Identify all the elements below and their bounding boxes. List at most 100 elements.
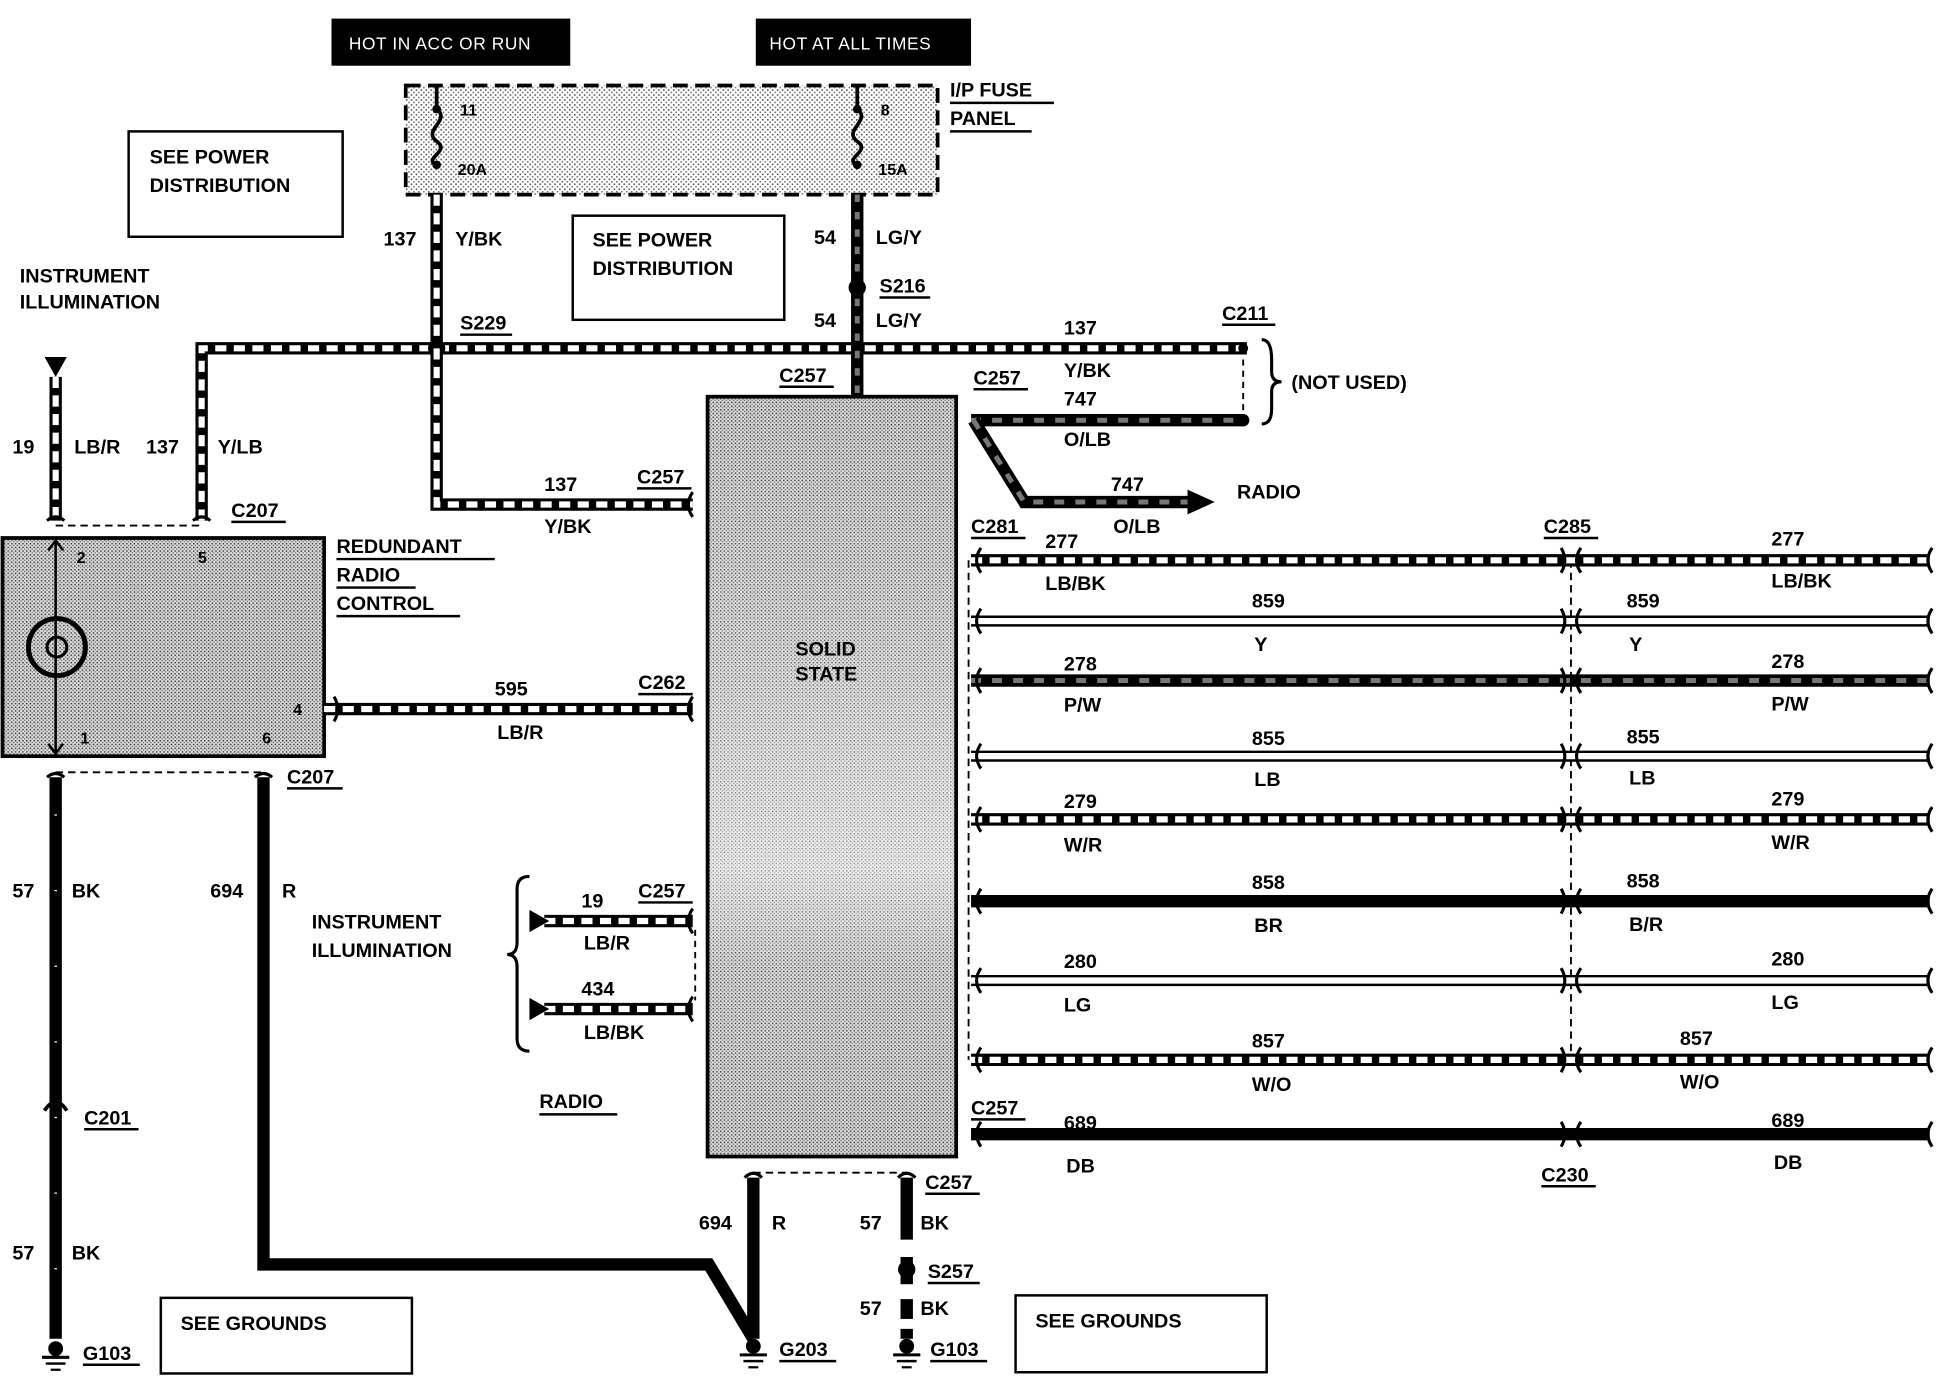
fuse-8-amp: 15A [878, 161, 908, 179]
wire-57-color-c: BK [920, 1213, 949, 1235]
wire-ylb-color: Y/LB [218, 437, 263, 459]
wire-858-color-left: BR [1254, 915, 1283, 937]
instrument-illumination-top-label2: ILLUMINATION [20, 292, 160, 314]
wire-747-color-a: O/LB [1064, 429, 1111, 451]
wire-280-number-left: 280 [1064, 951, 1097, 973]
c257-bottom-pin-57-icon [896, 1171, 917, 1179]
pin-2-label: 2 [77, 549, 86, 567]
wire-54-color-b: LG/Y [876, 310, 922, 332]
wire-277-color-right: LB/BK [1771, 571, 1832, 593]
wire-57-number-c: 57 [860, 1213, 882, 1235]
solid-state-label-2: STATE [795, 664, 857, 686]
wire-277-color-left: LB/BK [1045, 573, 1106, 595]
wire-747-number-a: 747 [1064, 388, 1097, 410]
see-grounds-note-left [159, 1296, 414, 1375]
c257-right-bottom-label: C257 [971, 1097, 1018, 1119]
wire-137-s229-to-c257 [430, 348, 693, 511]
wire-137-color-a: Y/BK [455, 228, 503, 250]
splice-s257 [898, 1260, 916, 1279]
c257-mid-label: C257 [638, 880, 685, 902]
wire-19-color-a: LB/R [74, 437, 120, 459]
c285-label: C285 [1544, 516, 1591, 538]
fuse-panel-title2: PANEL [950, 108, 1016, 130]
c230-label: C230 [1541, 1164, 1588, 1186]
wire-19-number-b: 19 [581, 890, 603, 912]
c207-top-label: C207 [231, 500, 278, 522]
wire-57-number-d: 57 [860, 1298, 882, 1320]
wire-689-number-right: 689 [1771, 1110, 1804, 1132]
wire-279-number-right: 279 [1771, 789, 1804, 811]
fuse-11-amp: 20A [458, 161, 488, 179]
solid-state-label-1: SOLID [795, 639, 855, 661]
c257-left-label: C257 [637, 466, 684, 488]
wire-57-color-d: BK [920, 1298, 949, 1320]
c201-connector-icon [42, 1100, 69, 1112]
wire-57-color-a: BK [72, 880, 101, 902]
c262-label: C262 [638, 672, 685, 694]
wire-54-number-a: 54 [814, 227, 836, 249]
not-used-label: (NOT USED) [1291, 372, 1406, 394]
wire-280-color-right: LG [1771, 992, 1798, 1014]
c207-top-pin-2-icon [46, 515, 66, 522]
wire-434-color: LB/BK [584, 1022, 645, 1044]
ground-g203-icon [739, 1338, 767, 1369]
c207-bottom-pin-1-icon [46, 771, 66, 779]
fuse-panel-box [403, 83, 940, 197]
wire-57-number-a: 57 [12, 880, 34, 902]
power-dist-note-1 [127, 130, 344, 239]
c257-top-label: C257 [779, 365, 826, 387]
g203-label: G203 [779, 1339, 827, 1361]
wire-137-color-b: Y/BK [544, 516, 592, 538]
wire-434-number: 434 [581, 978, 614, 1000]
wire-19-color-b: LB/R [584, 933, 630, 955]
wire-689-number-left: 689 [1064, 1112, 1097, 1134]
see-grounds-note-right-text: SEE GROUNDS [1035, 1311, 1181, 1333]
wire-279-color-left: W/R [1064, 835, 1102, 857]
power-dist-note-2-line1: SEE POWER [593, 230, 713, 252]
g103-right-label: G103 [930, 1339, 978, 1361]
wire-858-number-left: 858 [1252, 872, 1285, 894]
wire-57-color-b: BK [72, 1242, 101, 1264]
wire-858-color-right: B/R [1629, 914, 1663, 936]
wire-54-color-a: LG/Y [876, 227, 922, 249]
wire-595-color: LB/R [497, 722, 543, 744]
c207-top-pin-5-icon [191, 515, 212, 522]
rrc-lamp-filament-icon [45, 635, 69, 659]
c257-bottom-pin-694-icon [743, 1171, 764, 1179]
fuse-8-symbol [851, 86, 864, 170]
wire-694-color-b: R [772, 1213, 786, 1235]
radio-title-label: RADIO [539, 1091, 603, 1113]
c262-connector-icon [686, 695, 695, 723]
wire-57-number-b: 57 [12, 1242, 34, 1264]
pin-1-label: 1 [80, 730, 89, 748]
pin-6-label: 6 [262, 730, 271, 748]
hot-all-times-banner [755, 18, 972, 66]
wire-747-to-radio [968, 416, 1215, 515]
not-used-brace [1261, 338, 1282, 426]
wire-859-number-left: 859 [1252, 590, 1285, 612]
c257-434-connector-icon [686, 995, 695, 1023]
fuse-panel-title: I/P FUSE [950, 80, 1032, 102]
c281-label: C281 [971, 516, 1018, 538]
rrc-arrow-up-icon [47, 538, 65, 552]
instrument-illumination-top-label: INSTRUMENT [20, 266, 150, 288]
instrument-illumination-mid-label2: ILLUMINATION [312, 940, 452, 962]
instrument-illumination-brace [507, 874, 530, 1053]
c207-bottom-pin-6-icon [253, 771, 274, 779]
wire-855-color-right: LB [1629, 768, 1655, 790]
rrc-label-1: REDUNDANT [336, 536, 461, 558]
wire-278-color-left: P/W [1064, 695, 1102, 717]
ground-g103-right-icon [893, 1338, 921, 1369]
wire-54-number-b: 54 [814, 310, 836, 332]
fuse-8-number: 8 [881, 101, 890, 119]
wire-859-color-right: Y [1629, 634, 1642, 656]
c211-label: C211 [1222, 303, 1268, 325]
wire-855-number-right: 855 [1627, 727, 1660, 749]
right-edge-connector-marks [1926, 547, 1934, 1148]
wire-595-number: 595 [495, 678, 528, 700]
ground-feed-triangle-icon [44, 357, 67, 377]
wire-857-number-left: 857 [1252, 1030, 1285, 1052]
instrument-illumination-mid-label: INSTRUMENT [312, 911, 442, 933]
